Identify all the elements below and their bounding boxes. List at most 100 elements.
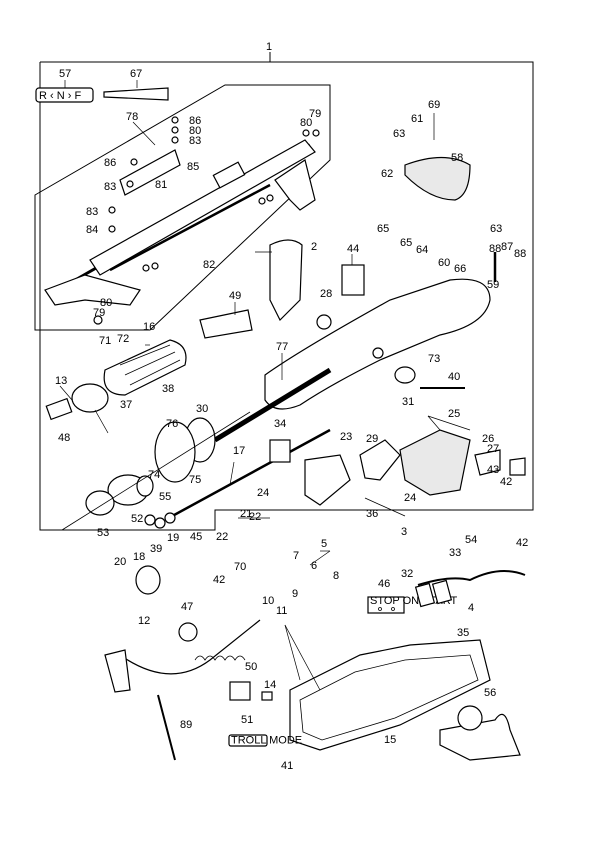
callout: 75 [189, 474, 201, 486]
grip-end-cap [71, 383, 109, 413]
callout: 9 [292, 588, 298, 600]
callout: 43 [487, 464, 499, 476]
callout: 24 [404, 492, 416, 504]
callout: 31 [402, 396, 414, 408]
callout: 18 [133, 551, 145, 563]
callout: 55 [159, 491, 171, 503]
callout: 37 [120, 399, 132, 411]
callout: 80 [100, 297, 112, 309]
callout: 82 [203, 259, 215, 271]
callout: 73 [428, 353, 440, 365]
callout: 72 [117, 333, 129, 345]
callout: 80 [189, 125, 201, 137]
callout: 22 [216, 531, 228, 543]
lever-2 [269, 239, 303, 322]
callout: 49 [229, 290, 241, 302]
callout: 25 [448, 408, 460, 420]
callout: 6 [311, 560, 317, 572]
callout: 48 [58, 432, 70, 444]
stop-switch-text: STOP ON START [370, 595, 457, 607]
callout: 88 [489, 243, 501, 255]
callout: 21 [240, 508, 252, 520]
callout: 24 [257, 487, 269, 499]
callout: 19 [167, 532, 179, 544]
mount-bracket-56 [439, 713, 521, 761]
callout: 58 [451, 152, 463, 164]
callout: 42 [213, 574, 225, 586]
callout: 15 [384, 734, 396, 746]
callout: 81 [155, 179, 167, 191]
troll-mode-text: TROLL MODE [231, 735, 302, 747]
callout: 16 [143, 321, 155, 333]
switch-knob-12 [135, 565, 161, 595]
callout-numbers: 1 57 67 78 86 80 83 86 85 83 81 83 84 80… [55, 41, 528, 772]
callout: 78 [126, 111, 138, 123]
callout: 17 [233, 445, 245, 457]
callout: 88 [514, 248, 526, 260]
callout: 54 [465, 534, 477, 546]
callout: 12 [138, 615, 150, 627]
callout: 46 [378, 578, 390, 590]
callout: 67 [130, 68, 142, 80]
friction-knob-58 [404, 156, 471, 201]
base-plate [289, 639, 491, 751]
callout: 60 [438, 257, 450, 269]
callout: 62 [381, 168, 393, 180]
gear-ring-76 [154, 421, 196, 483]
callout: 66 [454, 263, 466, 275]
callout: 45 [190, 531, 202, 543]
throttle-grip-sleeve [103, 339, 187, 396]
callout: 63 [393, 128, 405, 140]
callout: 42 [500, 476, 512, 488]
callout: 27 [487, 443, 499, 455]
callout: 42 [516, 537, 528, 549]
callout: 64 [416, 244, 428, 256]
callout: 2 [311, 241, 317, 253]
callout: 3 [401, 526, 407, 538]
callout: 28 [320, 288, 332, 300]
callout: 83 [104, 181, 116, 193]
callout: 59 [487, 279, 499, 291]
bracket-34 [269, 439, 291, 463]
callout: 52 [131, 513, 143, 525]
callout: 47 [181, 601, 193, 613]
switch-housing [304, 454, 351, 506]
callout: 65 [400, 237, 412, 249]
callout: 14 [264, 679, 276, 691]
callout: 40 [448, 371, 460, 383]
callout: 83 [189, 135, 201, 147]
shift-decal [35, 87, 94, 103]
callout: 34 [274, 418, 286, 430]
callout: 13 [55, 375, 67, 387]
callout: 23 [340, 431, 352, 443]
callout: 77 [276, 341, 288, 353]
callout: 86 [104, 157, 116, 169]
callout: 11 [276, 605, 287, 617]
callout: 38 [162, 383, 174, 395]
callout: 7 [293, 550, 299, 562]
callout: 53 [97, 527, 109, 539]
callout: 41 [281, 760, 293, 772]
wedge-decal [103, 87, 169, 101]
callout: 10 [262, 595, 274, 607]
callout: 29 [366, 433, 378, 445]
callout: 35 [457, 627, 469, 639]
kit-box-outline [34, 84, 331, 331]
callout: 87 [501, 241, 513, 253]
assembly-frame [39, 61, 534, 531]
callout: 65 [377, 223, 389, 235]
troll-mode-plate [228, 734, 268, 747]
callout: 39 [150, 543, 162, 555]
shift-decal-text: R ‹ N › F [39, 90, 81, 102]
callout: 69 [428, 99, 440, 111]
callout: 76 [166, 418, 178, 430]
callout: 63 [490, 223, 502, 235]
callout: 89 [180, 719, 192, 731]
callout: 33 [449, 547, 461, 559]
callout: 85 [187, 161, 199, 173]
callout: 51 [241, 714, 253, 726]
callout: 22 [249, 511, 261, 523]
callout: 56 [484, 687, 496, 699]
callout: 30 [196, 403, 208, 415]
callout: 4 [468, 602, 474, 614]
